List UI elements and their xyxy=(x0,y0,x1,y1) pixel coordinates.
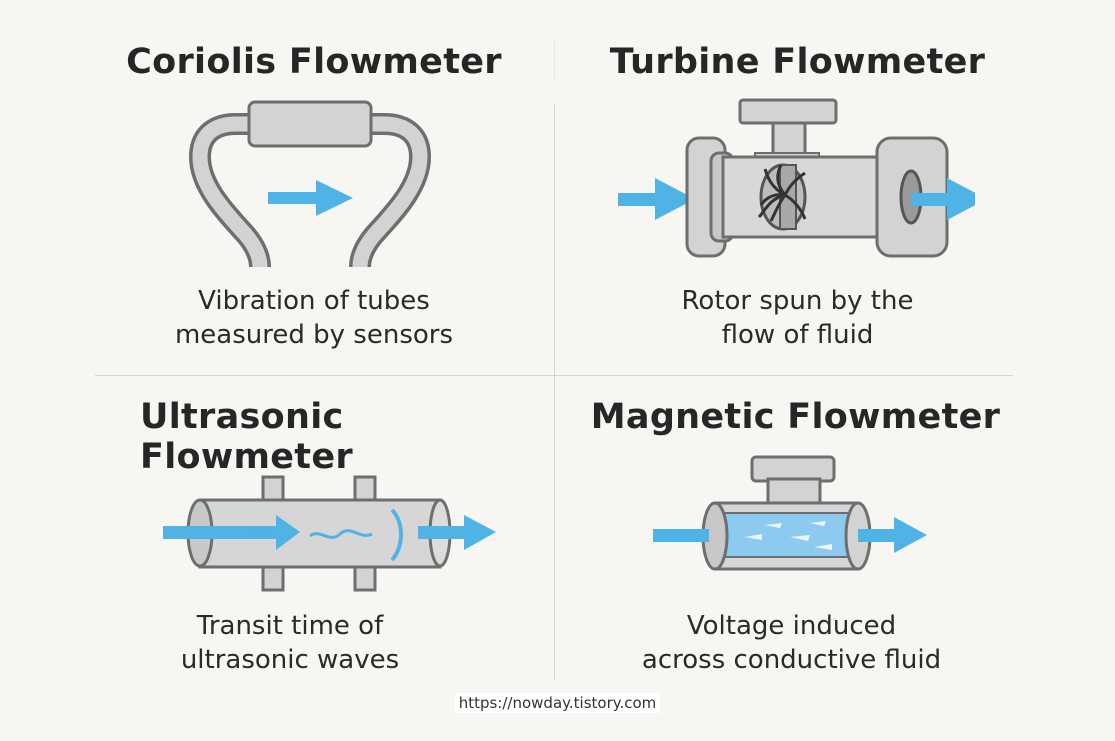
caption-line: across conductive fluid xyxy=(641,645,942,675)
caption-line: Vibration of tubes xyxy=(198,286,430,316)
flow-arrow-icon xyxy=(268,180,353,216)
panel-caption-ultrasonic: Transit time of ultrasonic waves xyxy=(55,609,525,677)
magnetic-pipe-icon xyxy=(653,455,927,571)
panel-turbine: Turbine Flowmeter Rotor spun b xyxy=(560,0,1035,375)
panel-title-magnetic: Magnetic Flowmeter xyxy=(590,397,1001,437)
caption-line: Transit time of xyxy=(196,611,384,641)
panel-title-ultrasonic: Ultrasonic Flowmeter xyxy=(140,397,353,477)
flow-arrow-icon xyxy=(653,529,709,542)
flow-arrow-icon xyxy=(911,178,975,220)
caption-line: Rotor spun by the xyxy=(681,286,914,316)
vertical-divider xyxy=(554,105,555,680)
panel-title-coriolis: Coriolis Flowmeter xyxy=(126,42,502,82)
flow-arrow-icon xyxy=(618,178,695,220)
caption-line: measured by sensors xyxy=(174,320,454,350)
turbine-icon xyxy=(618,98,975,258)
horizontal-divider xyxy=(95,375,1013,376)
ultrasonic-pipe-icon xyxy=(163,475,496,592)
caption-line: Voltage induced xyxy=(686,611,897,641)
u-tube-icon xyxy=(188,100,432,268)
panel-coriolis: Coriolis Flowmeter Vibration of tubes me… xyxy=(95,0,533,375)
flow-arrow-icon xyxy=(418,515,496,550)
panel-ultrasonic: Ultrasonic Flowmeter Transit time of ult… xyxy=(95,375,565,680)
panel-caption-magnetic: Voltage induced across conductive fluid xyxy=(554,609,1029,677)
footer-url-text[interactable]: https://nowday.tistory.com xyxy=(454,693,661,713)
caption-line: ultrasonic waves xyxy=(180,645,400,675)
caption-line: flow of fluid xyxy=(721,320,874,350)
flow-arrow-icon xyxy=(858,517,927,553)
panel-magnetic: Magnetic Flowmeter Voltage induced acros… xyxy=(560,375,1035,680)
vertical-divider-top xyxy=(554,40,555,80)
panel-caption-turbine: Rotor spun by the flow of fluid xyxy=(560,284,1035,352)
footer-url[interactable]: https://nowday.tistory.com xyxy=(0,693,1115,713)
panel-title-turbine: Turbine Flowmeter xyxy=(609,42,986,82)
panel-caption-coriolis: Vibration of tubes measured by sensors xyxy=(95,284,533,352)
